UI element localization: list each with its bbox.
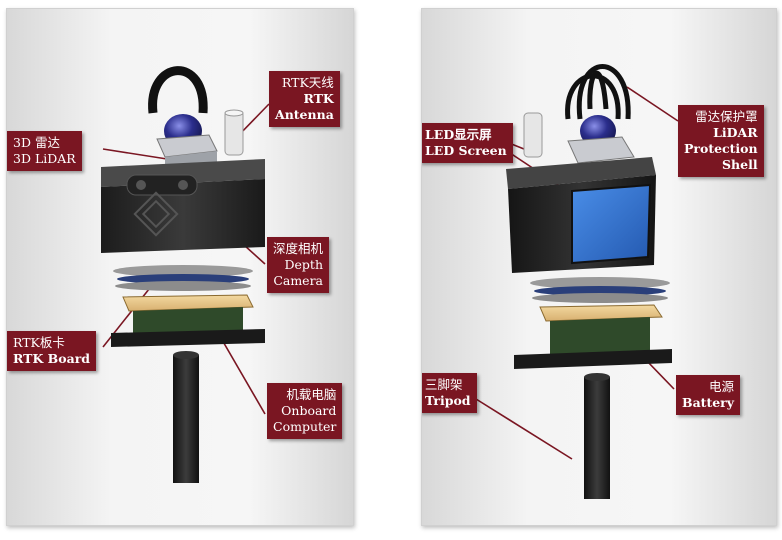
callout-text-zh: 电源 [709,379,735,394]
callout-text-zh: RTK板卡 [13,335,65,350]
left-device-illustration [101,66,270,483]
callout-3d-lidar: 3D 雷达 3D LiDAR [7,131,82,171]
callout-text-zh: 三脚架 [425,377,463,392]
callout-onboard-computer: 机载电脑 Onboard Computer [267,383,343,439]
callout-text-en: Battery [682,395,735,410]
onboard-computer [133,307,243,335]
callout-text-zh: 深度相机 [273,241,324,256]
callout-text-en: Protection [684,141,758,156]
callout-text-en: RTK [303,91,334,106]
callout-text-zh: 3D 雷达 [13,135,60,150]
lidar-protection-shell [565,64,631,120]
callout-rtk-antenna: RTK天线 RTK Antenna [269,71,340,127]
right-device-illustration [475,64,679,499]
rtk-antenna-cylinder [523,112,543,158]
tripod-pole [584,377,610,499]
callout-text-en: Tripod [425,393,471,408]
callout-tripod: 三脚架 Tripod [422,373,477,413]
callout-text-zh: LED显示屏 [425,127,492,142]
callout-text-en: 3D LiDAR [13,151,76,166]
depth-camera [126,174,198,196]
main-enclosure [101,179,265,253]
right-panel: LED显示屏 LED Screen 雷达保护罩 LiDAR Protection… [421,8,777,526]
callout-text-zh: 雷达保护罩 [695,109,758,124]
led-screen [571,183,652,265]
callout-depth-camera: 深度相机 Depth Camera [267,237,330,293]
left-panel: RTK天线 RTK Antenna 3D 雷达 3D LiDAR 深度相机 De… [6,8,354,526]
callout-text-en: LiDAR [713,125,758,140]
battery [550,317,650,357]
callout-text-en: Antenna [275,107,334,122]
base-tray [111,329,265,347]
rtk-board [122,294,254,312]
tripod-pole [173,355,199,483]
base-tray [514,349,672,369]
callout-text-en: Onboard [281,403,337,418]
callout-text-en: RTK Board [13,351,91,366]
callout-rtk-board: RTK板卡 RTK Board [7,331,97,371]
callout-text-en: Computer [273,419,337,434]
callout-text-zh: RTK天线 [281,75,334,90]
callout-text-en: Camera [273,273,324,288]
callout-lidar-shell: 雷达保护罩 LiDAR Protection Shell [678,105,764,177]
rtk-antenna-cylinder [224,110,244,156]
callout-text-en: Depth [284,257,324,272]
callout-text-zh: 机载电脑 [286,387,337,402]
logo-emblem [133,191,179,237]
callout-text-en: LED Screen [425,143,507,158]
callout-battery: 电源 Battery [676,375,741,415]
callout-text-en: Shell [722,157,758,172]
lidar-handle [148,66,208,114]
callout-led-screen: LED显示屏 LED Screen [422,123,513,163]
